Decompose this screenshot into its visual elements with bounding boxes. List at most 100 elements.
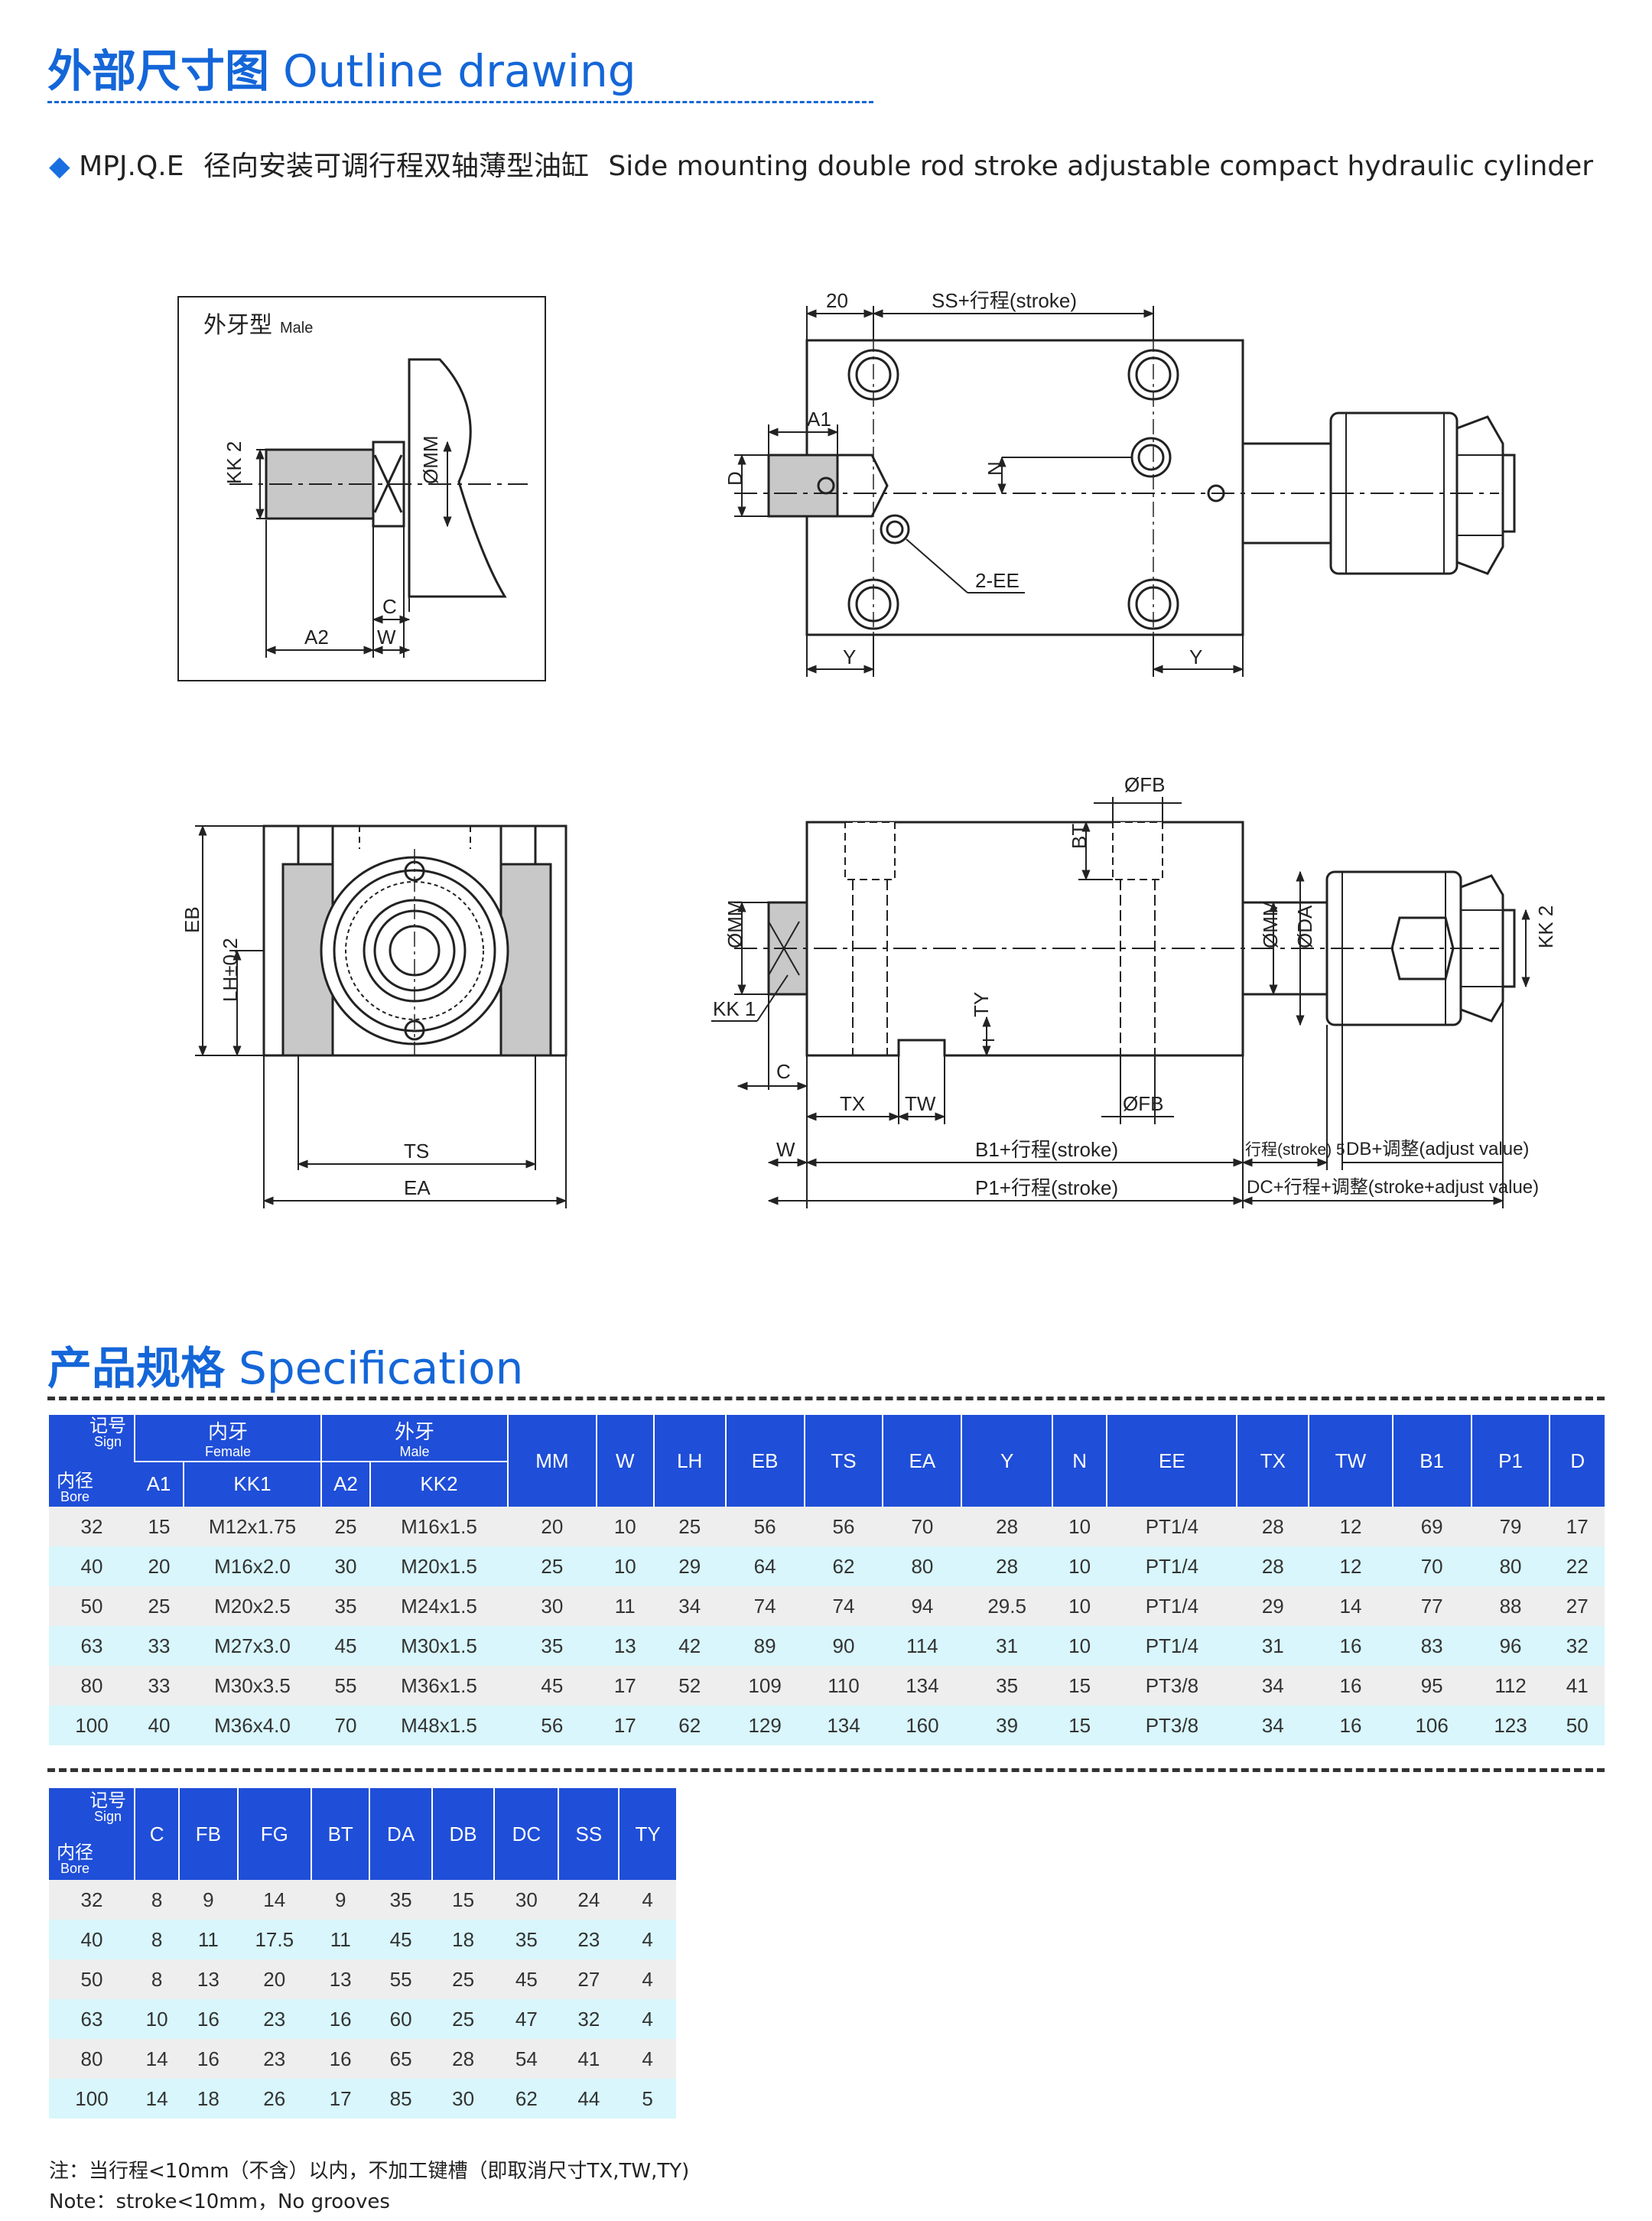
n-label: N: [984, 461, 1006, 476]
table-cell: 31: [961, 1626, 1052, 1666]
table-cell: 42: [653, 1626, 726, 1666]
table-cell: 77: [1392, 1586, 1472, 1626]
table-cell: 30: [508, 1586, 597, 1626]
table-cell: 17: [311, 2079, 370, 2119]
d-label: D: [724, 471, 746, 486]
outline-divider: [47, 101, 873, 103]
table-cell: 10: [1052, 1626, 1107, 1666]
table-cell: 62: [494, 2079, 559, 2119]
col-header: P1: [1470, 1415, 1550, 1507]
ss-stroke-label: SS+行程(stroke): [932, 289, 1077, 312]
table-cell: 30: [321, 1546, 370, 1586]
kk1-label: KK 1: [713, 997, 756, 1020]
table-cell: 70: [883, 1507, 962, 1546]
col-header: DC: [493, 1788, 559, 1880]
table-cell: 100: [49, 1706, 135, 1745]
dc-adjust-label: DC+行程+调整(stroke+adjust value): [1247, 1177, 1539, 1198]
male-mm-label: ØMM: [419, 435, 442, 484]
table-cell: 13: [311, 1959, 370, 1999]
table-cell: 64: [725, 1546, 805, 1586]
product-name-cn: 径向安装可调行程双轴薄型油缸: [203, 151, 589, 182]
table-cell: 45: [321, 1626, 370, 1666]
table-cell: 109: [725, 1666, 805, 1706]
outline-title-cn: 外部尺寸图: [47, 45, 270, 97]
table-cell: 10: [596, 1546, 654, 1586]
table-cell: 54: [494, 2039, 559, 2079]
table-cell: 90: [804, 1626, 883, 1666]
table-cell: 16: [311, 2039, 370, 2079]
product-name-en: Side mounting double rod stroke adjustab…: [608, 151, 1594, 182]
table-cell: 55: [321, 1666, 370, 1706]
table-cell: 27: [558, 1959, 620, 1999]
table-cell: 29.5: [961, 1586, 1052, 1626]
bore-en: Bore: [60, 1489, 90, 1504]
table-cell: 14: [1309, 1586, 1393, 1626]
col-header: KK1: [183, 1461, 321, 1507]
table-cell: 56: [804, 1507, 883, 1546]
table-cell: 23: [237, 1999, 311, 2039]
spec-title-en: Specification: [239, 1342, 524, 1394]
da-label: ØDA: [1293, 905, 1316, 948]
table-cell: 14: [135, 2079, 180, 2119]
table-cell: M30x3.5: [184, 1666, 321, 1706]
table-cell: 16: [1309, 1626, 1393, 1666]
table-cell: 31: [1237, 1626, 1309, 1666]
sign-cn: 记号: [89, 1416, 126, 1436]
col-header: EA: [882, 1415, 962, 1507]
col-header: C: [133, 1788, 180, 1880]
table-cell: 16: [1309, 1706, 1393, 1745]
table-cell: 4: [619, 1880, 676, 1920]
table-cell: 114: [883, 1626, 962, 1666]
table-cell: 10: [1052, 1507, 1107, 1546]
table-cell: 129: [725, 1706, 805, 1745]
table-cell: 16: [179, 1999, 238, 2039]
table-cell: PT3/8: [1107, 1706, 1237, 1745]
table-cell: 20: [135, 1546, 184, 1586]
diamond-icon: ◆: [49, 151, 70, 182]
table-cell: 55: [369, 1959, 432, 1999]
female-en: Female: [204, 1444, 252, 1460]
table-cell: 32: [1550, 1626, 1605, 1666]
table-cell: PT1/4: [1107, 1507, 1237, 1546]
table-cell: 85: [369, 2079, 432, 2119]
table-cell: PT3/8: [1107, 1666, 1237, 1706]
front-view: EB LH±0.2 TS EA: [180, 824, 567, 1208]
tx-label: TX: [840, 1092, 865, 1115]
table-cell: 28: [1237, 1507, 1309, 1546]
table-cell: 27: [1550, 1586, 1605, 1626]
col-header: DB: [431, 1788, 495, 1880]
table-cell: 25: [508, 1546, 597, 1586]
table-cell: 10: [1052, 1586, 1107, 1626]
table-cell: 32: [49, 1507, 135, 1546]
table-cell: 17: [1550, 1507, 1605, 1546]
col-header: MM: [507, 1415, 597, 1507]
table-cell: 17: [596, 1706, 654, 1745]
outline-title-en: Outline drawing: [283, 45, 636, 97]
table-cell: 10: [596, 1507, 654, 1546]
table-cell: 35: [508, 1626, 597, 1666]
table-cell: 60: [369, 1999, 432, 2039]
table-cell: 110: [804, 1666, 883, 1706]
table-cell: 69: [1392, 1507, 1472, 1546]
fb-bottom-label: ØFB: [1123, 1092, 1163, 1115]
table-cell: 35: [494, 1920, 559, 1959]
table-cell: 134: [804, 1706, 883, 1745]
table-cell: 80: [49, 2039, 135, 2079]
table-cell: 9: [311, 1880, 370, 1920]
table-cell: 50: [1550, 1706, 1605, 1745]
table-cell: 15: [1052, 1706, 1107, 1745]
table-cell: 17: [596, 1666, 654, 1706]
table-cell: 14: [135, 2039, 180, 2079]
male-type-label-en: Male: [280, 320, 313, 337]
table-cell: 4: [619, 1959, 676, 1999]
female-cn: 内牙: [207, 1420, 248, 1444]
table-cell: 63: [49, 1626, 135, 1666]
table-cell: 9: [179, 1880, 238, 1920]
